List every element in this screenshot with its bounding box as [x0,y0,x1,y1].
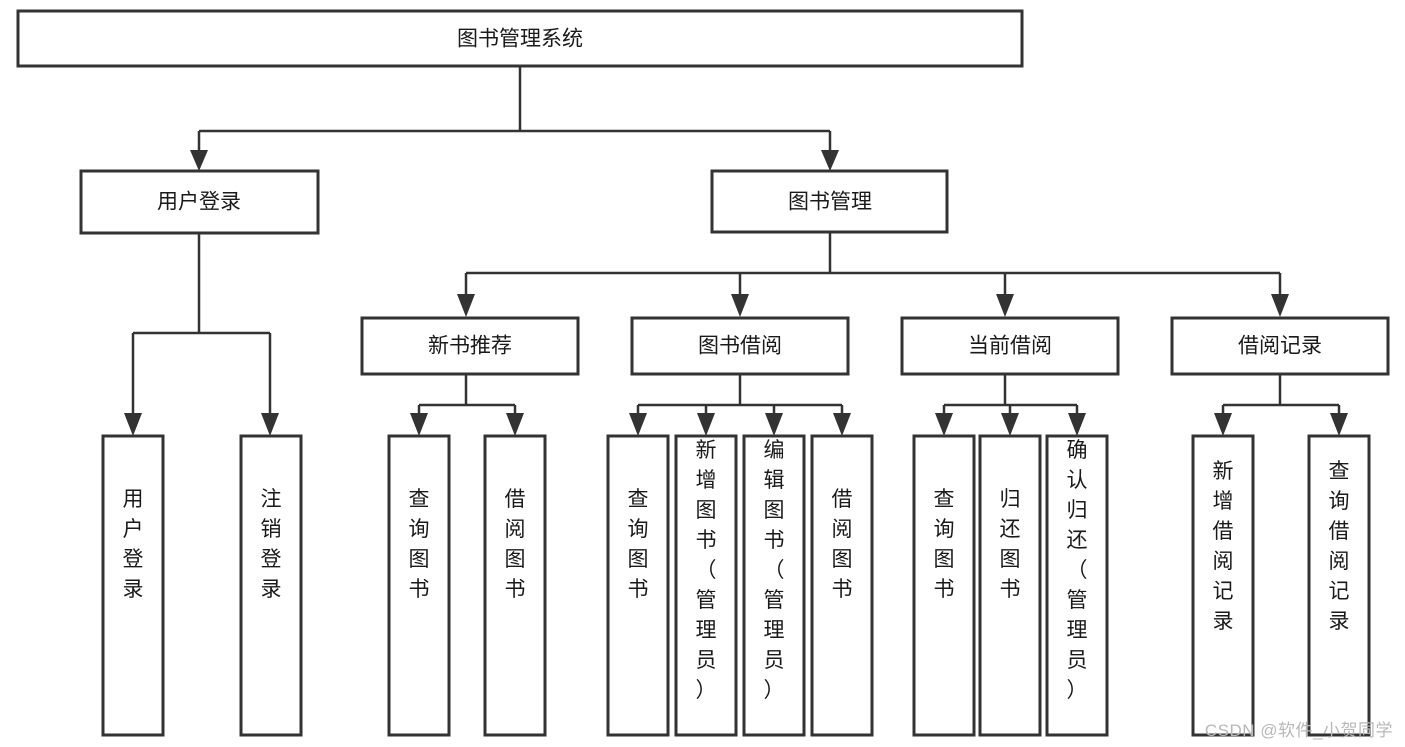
arrow-head-icon [1271,294,1289,317]
arrow-head-icon [506,413,524,436]
arrow-head-icon [697,413,715,436]
arrow-head-icon [935,413,953,436]
leaf-book-borrow-2[interactable]: 编辑图书（管理员） [742,434,806,737]
leaf-label: 借阅图书 [832,488,853,601]
leaf-box[interactable] [387,434,451,737]
arrow-head-icon [1330,413,1348,436]
arrow-head-icon [765,413,783,436]
leaf-user-login-1[interactable]: 注销登录 [239,434,303,737]
arrow-head-icon [124,413,142,436]
leaf-label: 用户登录 [123,488,144,601]
node-book-borrow-box[interactable] [630,316,850,376]
leaf-label: 借阅图书 [505,488,526,601]
leaf-label: 编辑图书（管理员） [764,439,785,702]
node-book-manage[interactable]: 图书管理 [710,169,949,234]
leaf-box[interactable] [742,434,806,737]
leaf-box[interactable] [1191,434,1255,737]
leaf-current-borrow-0[interactable]: 查询图书 [912,434,976,737]
leaf-box[interactable] [1045,434,1109,737]
connector-group-book-borrow [629,374,851,436]
node-user-login-label: 用户登录 [157,191,241,214]
connector-group-root [190,66,839,171]
node-new-book-recommend-label: 新书推荐 [428,335,512,358]
leaf-label: 查询图书 [628,488,649,601]
leaf-book-borrow-1[interactable]: 新增图书（管理员） [674,434,738,737]
leaf-box[interactable] [239,434,303,737]
node-new-book-recommend[interactable]: 新书推荐 [360,316,580,376]
arrow-head-icon [1001,413,1019,436]
leaf-borrow-record-1[interactable]: 查询借阅记录 [1307,434,1371,737]
leaf-box[interactable] [483,434,547,737]
watermark-text: CSDN @软件_小贺同学 [1204,721,1393,740]
arrow-head-icon [731,294,749,317]
arrow-head-icon [457,294,475,317]
leaf-box[interactable] [101,434,165,737]
arrow-head-icon [629,413,647,436]
node-borrow-record-box[interactable] [1170,316,1390,376]
leaf-user-login-0[interactable]: 用户登录 [101,434,165,737]
leaf-label: 查询借阅记录 [1329,460,1350,633]
leaf-new-book-recommend-1[interactable]: 借阅图书 [483,434,547,737]
connector-group-current-borrow [935,374,1086,436]
node-current-borrow-box[interactable] [900,316,1120,376]
node-current-borrow[interactable]: 当前借阅 [900,316,1120,376]
arrow-head-icon [1068,413,1086,436]
leaf-box[interactable] [1307,434,1371,737]
node-borrow-record-label: 借阅记录 [1238,335,1322,358]
node-book-manage-box[interactable] [710,169,949,234]
connector-group-borrow-record [1214,374,1348,436]
arrow-head-icon [821,150,839,171]
leaf-label: 新增借阅记录 [1213,460,1234,633]
leaf-current-borrow-2[interactable]: 确认归还（管理员） [1045,434,1109,737]
leaf-box[interactable] [978,434,1042,737]
arrow-head-icon [410,413,428,436]
leaf-new-book-recommend-0[interactable]: 查询图书 [387,434,451,737]
leaf-box[interactable] [606,434,670,737]
leaf-label: 注销登录 [261,488,282,601]
leaf-current-borrow-1[interactable]: 归还图书 [978,434,1042,737]
node-current-borrow-label: 当前借阅 [968,335,1052,358]
node-user-login-box[interactable] [79,169,320,235]
node-borrow-record[interactable]: 借阅记录 [1170,316,1390,376]
node-book-borrow-label: 图书借阅 [698,335,782,358]
arrow-head-icon [996,294,1014,317]
leaf-label: 查询图书 [409,488,430,601]
leaf-box[interactable] [912,434,976,737]
arrow-head-icon [1214,413,1232,436]
node-root-label: 图书管理系统 [457,28,583,51]
node-root[interactable]: 图书管理系统 [16,9,1024,68]
leaf-label: 归还图书 [1000,488,1021,601]
connector-group-user-login [124,233,279,436]
arrow-head-icon [190,150,208,171]
leaf-book-borrow-0[interactable]: 查询图书 [606,434,670,737]
node-root-box[interactable] [16,9,1024,68]
leaf-label: 查询图书 [934,488,955,601]
node-new-book-recommend-box[interactable] [360,316,580,376]
node-user-login[interactable]: 用户登录 [79,169,320,235]
node-book-borrow[interactable]: 图书借阅 [630,316,850,376]
connector-group-book-manage [457,232,1289,317]
node-book-manage-label: 图书管理 [788,191,872,214]
connector-group-new-book [410,374,524,436]
arrow-head-icon [261,413,279,436]
leaf-label: 确认归还（管理员） [1067,439,1088,702]
leaf-borrow-record-0[interactable]: 新增借阅记录 [1191,434,1255,737]
leaf-label: 新增图书（管理员） [696,439,717,702]
arrow-head-icon [833,413,851,436]
leaf-box[interactable] [674,434,738,737]
leaf-box[interactable] [810,434,874,737]
leaf-book-borrow-3[interactable]: 借阅图书 [810,434,874,737]
